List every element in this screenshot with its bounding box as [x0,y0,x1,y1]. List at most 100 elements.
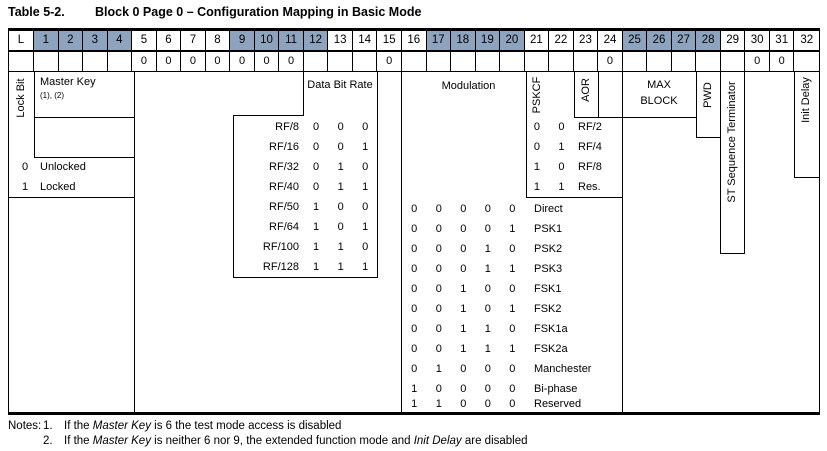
bit-value: 1 [484,343,491,355]
row-label: RF/16 [269,141,299,153]
bit-header-cell: 29 [720,31,746,52]
bit-header-cell: 7 [181,31,206,52]
bit-value: 1 [411,383,418,395]
bit-value: 0 [411,223,418,235]
divider [574,72,575,117]
divider [574,117,697,118]
bit-value: 0 [509,283,516,295]
bit-value: 1 [509,263,516,275]
preset-value-cell [34,52,59,72]
bit-value: 0 [435,383,442,395]
bit-value: 0 [411,303,418,315]
bit-value: 0 [337,121,344,133]
row-label: Res. [578,181,601,193]
bit-header-cell: 21 [524,31,550,52]
divider [34,157,135,158]
preset-value-cell [794,52,819,72]
bit-value: 0 [558,121,565,133]
bit-value: 0 [484,363,491,375]
note-text: If the [64,435,93,447]
bit-value: 0 [509,243,516,255]
bit-value: 0 [337,221,344,233]
table-body: Lock Bit PSKCF AOR PWD ST Sequence Termi… [9,72,819,412]
note-item: Notes:1.If the Master Key is 6 the test … [8,419,528,434]
preset-value-cell: 0 [205,52,231,72]
bit-value: 0 [484,223,491,235]
note-text: is neither 6 nor 9, the extended functio… [150,435,414,447]
preset-value-cell [573,52,599,72]
note-item: 2. If the Master Key is neither 6 nor 9, … [8,434,528,449]
bit-value: 0 [435,243,442,255]
max-block-label: MAX BLOCK [640,79,678,107]
bit-value: 0 [509,203,516,215]
note-number: 2. [43,435,53,447]
preset-value-cell: 0 [156,52,182,72]
bit-value: 0 [411,203,418,215]
divider [9,197,135,198]
preset-value-cell [451,52,476,72]
divider [720,72,721,253]
bit-value: 1 [411,398,418,410]
bit-value: 0 [533,121,540,133]
preset-value-cell [647,52,672,72]
divider [794,177,819,178]
row-label: RF/64 [269,221,299,233]
bit-header-cell: 3 [83,31,108,52]
bit-header-cell: 17 [426,31,452,52]
bit-value: 0 [411,323,418,335]
divider [744,72,745,253]
row-label: FSK2 [534,303,562,315]
preset-value-cell [328,52,353,72]
note-text: Init Delay [413,435,462,447]
bit-header-cell: 18 [451,31,476,52]
table-number: Table 5-2. [8,5,65,19]
bit-header-cell: 23 [573,31,599,52]
bit-value: 0 [362,121,369,133]
lock-state-row: 0 Unlocked [9,158,819,176]
preset-value-cell: 0 [254,52,280,72]
row-label: RF/128 [262,261,299,273]
bit-value: 0 [509,323,516,335]
bit-value: 1 [558,141,565,153]
row-label: PSK3 [534,263,563,275]
bit-value: 0 [484,383,491,395]
divider [134,72,135,412]
bit-value: 0 [435,263,442,275]
master-key-label: Master Key (1), (2) [40,76,96,102]
bit-value: 0 [460,243,467,255]
bit-header-cell: L [9,31,34,52]
bit-header-cell: 4 [107,31,133,52]
preset-value-cell [720,52,746,72]
bit-value: 1 [337,161,344,173]
bit-header-cell: 9 [230,31,255,52]
bit-header-cell: 5 [132,31,157,52]
bit-value: 0 [313,121,320,133]
bit-value: 0 [313,161,320,173]
row-label: Reserved [534,398,582,410]
row-label: Unlocked [40,161,86,173]
preset-value-cell [500,52,525,72]
bit-value: 0 [484,398,491,410]
bit-header-cell: 2 [58,31,84,52]
divider [696,72,697,137]
note-text: Master Key [92,435,151,447]
bit-header-cell: 27 [671,31,697,52]
bit-value: 1 [460,323,467,335]
divider [34,117,135,118]
bit-header-cell: 15 [377,31,402,52]
preset-value-cell [58,52,84,72]
bit-value: 0 [509,363,516,375]
bit-header-cell: 6 [156,31,182,52]
preset-value-cell [9,52,34,72]
bit-value: 0 [435,223,442,235]
note-number: 1. [43,420,53,432]
bit-value: 1 [509,223,516,235]
